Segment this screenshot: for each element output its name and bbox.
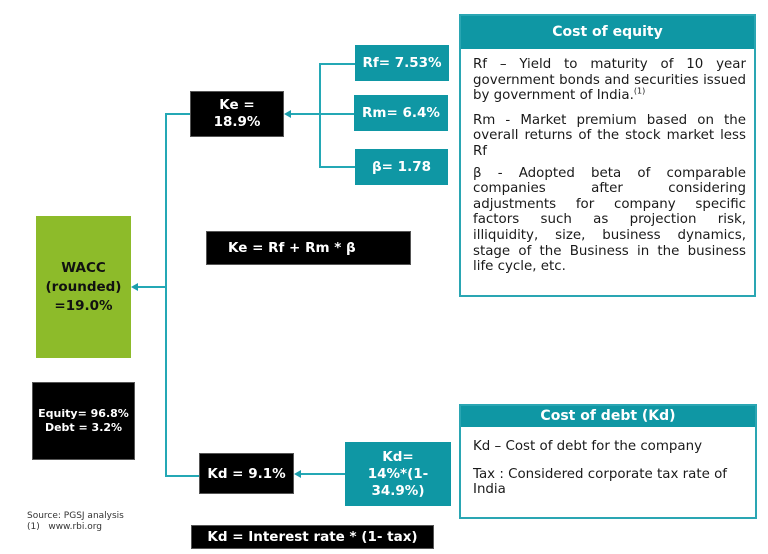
rm-value: Rm= 6.4% (362, 105, 440, 121)
kd-input-rate: 14%*(1- (367, 465, 429, 482)
cost-of-debt-panel: Cost of debt (Kd) Kd – Cost of debt for … (459, 404, 757, 519)
wacc-value: =19.0% (54, 297, 113, 314)
ke-label: Ke = (219, 97, 255, 113)
wacc-box: WACC (rounded) =19.0% (36, 216, 131, 358)
kd-input-label: Kd= (382, 448, 414, 465)
source-text: Source: PGSJ analysis (27, 511, 124, 521)
cost-of-debt-title: Cost of debt (Kd) (461, 406, 755, 427)
bracket-line-beta (319, 166, 356, 168)
beta-box: β= 1.78 (355, 149, 448, 185)
rf-description: Rf – Yield to maturity of 10 year govern… (473, 57, 746, 104)
beta-description: β - Adopted beta of comparable companies… (473, 165, 746, 275)
capital-structure-box: Equity= 96.8% Debt = 3.2% (32, 382, 135, 460)
rm-description: Rm - Market premium based on the overall… (473, 112, 746, 159)
ke-result-box: Ke = 18.9% (190, 91, 284, 137)
main-vertical-line (165, 113, 167, 477)
kd-description: Kd – Cost of debt for the company (473, 439, 703, 454)
wacc-title: WACC (61, 259, 106, 276)
wacc-rounded-label: (rounded) (45, 278, 122, 295)
tax-description: Tax : Considered corporate tax rate of I… (473, 466, 727, 498)
bracket-line-rf (319, 63, 356, 65)
rf-value: Rf= 7.53% (362, 55, 442, 71)
ke-value: 18.9% (213, 114, 261, 130)
cost-of-debt-body: Kd – Cost of debt for the company Tax : … (461, 427, 755, 498)
arrow-to-kd-icon (294, 470, 301, 478)
connector-ke-horizontal (165, 113, 191, 115)
bracket-line-vertical (319, 63, 321, 168)
cost-of-equity-body: Rf – Yield to maturity of 10 year govern… (461, 49, 754, 275)
footnote-text: (1) www.rbi.org (27, 522, 102, 532)
ke-formula-box: Ke = Rf + Rm * β (206, 231, 411, 265)
ke-formula: Ke = Rf + Rm * β (228, 240, 356, 256)
source-note: Source: PGSJ analysis (1) www.rbi.org (27, 511, 124, 533)
kd-formula-box: Kd = Interest rate * (1- tax) (191, 525, 434, 549)
footnote-marker: (1) (633, 86, 646, 96)
arrow-to-wacc-icon (131, 283, 138, 291)
connector-to-wacc (137, 286, 166, 288)
connector-kd-input (300, 473, 346, 475)
debt-weight: Debt = 3.2% (44, 421, 123, 434)
beta-value: β= 1.78 (372, 159, 431, 175)
rf-box: Rf= 7.53% (355, 45, 449, 81)
connector-kd-horizontal (165, 475, 200, 477)
kd-result-box: Kd = 9.1% (199, 453, 294, 494)
arrow-to-ke-icon (284, 110, 291, 118)
kd-value: Kd = 9.1% (207, 465, 286, 482)
cost-of-equity-panel: Cost of equity Rf – Yield to maturity of… (459, 14, 756, 297)
rm-box: Rm= 6.4% (354, 95, 448, 131)
cost-of-equity-title: Cost of equity (461, 16, 754, 49)
kd-formula: Kd = Interest rate * (1- tax) (207, 529, 418, 545)
kd-input-box: Kd= 14%*(1- 34.9%) (345, 442, 451, 506)
kd-input-tax: 34.9%) (371, 482, 425, 499)
connector-rm-to-ke (290, 113, 355, 115)
equity-weight: Equity= 96.8% (38, 407, 129, 420)
